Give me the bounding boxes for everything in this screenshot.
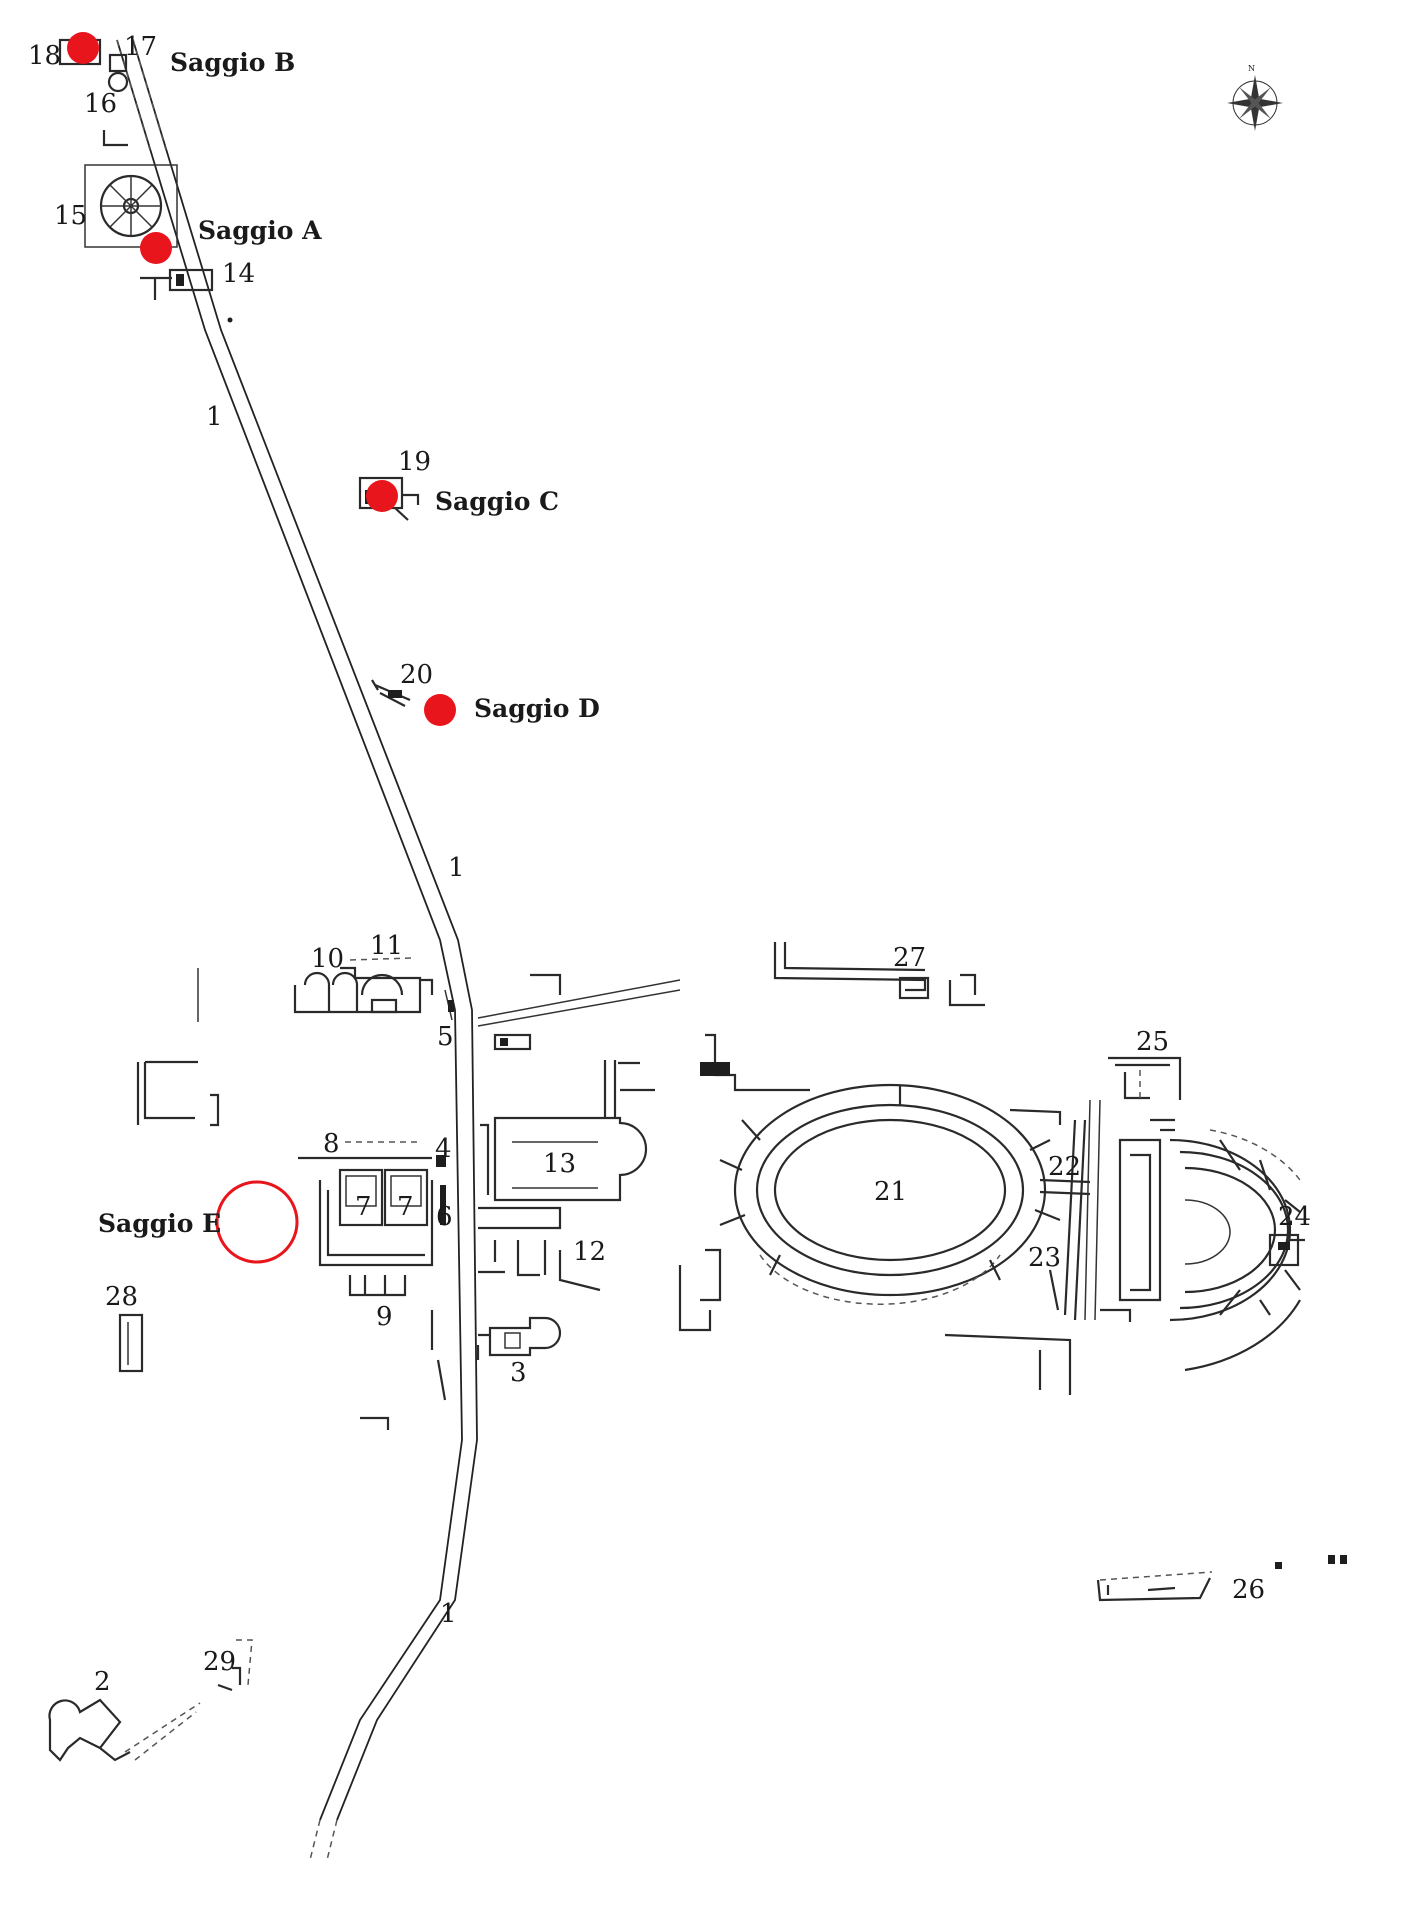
saggio-e-marker: [215, 1180, 299, 1264]
road-label: 1: [440, 1599, 457, 1629]
saggio-a-marker: [140, 232, 172, 264]
structure-label: 11: [370, 931, 403, 961]
structure-label: 27: [893, 943, 926, 973]
structure-label: 18: [28, 41, 61, 71]
structure-5-plan: [477, 973, 681, 1051]
structure-label: 14: [222, 259, 255, 289]
saggio-label: Saggio B: [170, 48, 295, 77]
structure-label: 13: [543, 1149, 576, 1179]
structure-label: 25: [1136, 1027, 1169, 1057]
structure-label: 9: [376, 1302, 393, 1332]
structure-label: 7: [355, 1192, 372, 1222]
structure-24-theatre: [1100, 1118, 1305, 1372]
structure-label: 28: [105, 1282, 138, 1312]
structure-28-plan: [118, 1313, 144, 1373]
west-wall-fragments: [136, 968, 220, 1127]
structure-label: 19: [398, 447, 431, 477]
structure-13-plan: [480, 1060, 655, 1202]
structure-3-plan: [476, 1316, 562, 1360]
structure-label: 17: [124, 32, 157, 62]
saggio-b-marker: [67, 32, 99, 64]
structure-label: 16: [84, 89, 117, 119]
structure-27-plan: [773, 942, 985, 1007]
structure-label: 4: [435, 1134, 452, 1164]
compass-rose-icon: [1227, 75, 1283, 131]
structure-25-plan: [1108, 1056, 1182, 1100]
structure-21-amphitheatre: [678, 1033, 1091, 1395]
structure-label: 22: [1048, 1152, 1081, 1182]
road-label: 1: [206, 402, 223, 432]
structure-label: 23: [1028, 1243, 1061, 1273]
structure-22-23-plan: [1048, 1099, 1101, 1321]
saggio-d-marker: [424, 694, 456, 726]
saggio-c-marker: [366, 480, 398, 512]
structure-label: 26: [1232, 1575, 1265, 1605]
structure-label: 15: [54, 201, 87, 231]
road-side-walls: [444, 989, 454, 1021]
structure-label: 10: [311, 944, 344, 974]
structure-8-9-complex: [298, 1141, 447, 1430]
structure-label: 6: [436, 1202, 453, 1232]
saggio-label: Saggio C: [435, 487, 559, 516]
structure-label: 3: [510, 1358, 527, 1388]
structure-16-plan: [102, 71, 129, 147]
structure-14-plan: [140, 268, 233, 323]
structure-15-plan: [84, 164, 178, 248]
structure-label: 24: [1278, 1202, 1311, 1232]
structure-2-plan: [48, 1698, 131, 1762]
saggio-label: Saggio D: [474, 694, 600, 723]
road-1: [116, 39, 478, 1861]
saggio-label: Saggio E: [98, 1209, 221, 1238]
structure-label: 12: [573, 1237, 606, 1267]
structure-12-plan: [478, 1206, 601, 1292]
structure-label: 21: [874, 1177, 907, 1207]
structure-29-plan: [124, 1639, 253, 1761]
compass-north-label: N: [1248, 64, 1255, 73]
structure-17-plan: [108, 53, 128, 73]
structure-label: 2: [94, 1667, 111, 1697]
structure-label: 20: [400, 660, 433, 690]
structure-label: 29: [203, 1647, 236, 1677]
structure-label: 5: [437, 1022, 454, 1052]
structure-26-plan: [1096, 1555, 1347, 1602]
saggio-label: Saggio A: [198, 216, 322, 245]
structure-label: 8: [323, 1129, 340, 1159]
road-label: 1: [448, 853, 465, 883]
structure-label: 7: [397, 1192, 414, 1222]
structure-20-plan: [371, 679, 411, 707]
structure-10-11-plan: [293, 957, 434, 1014]
